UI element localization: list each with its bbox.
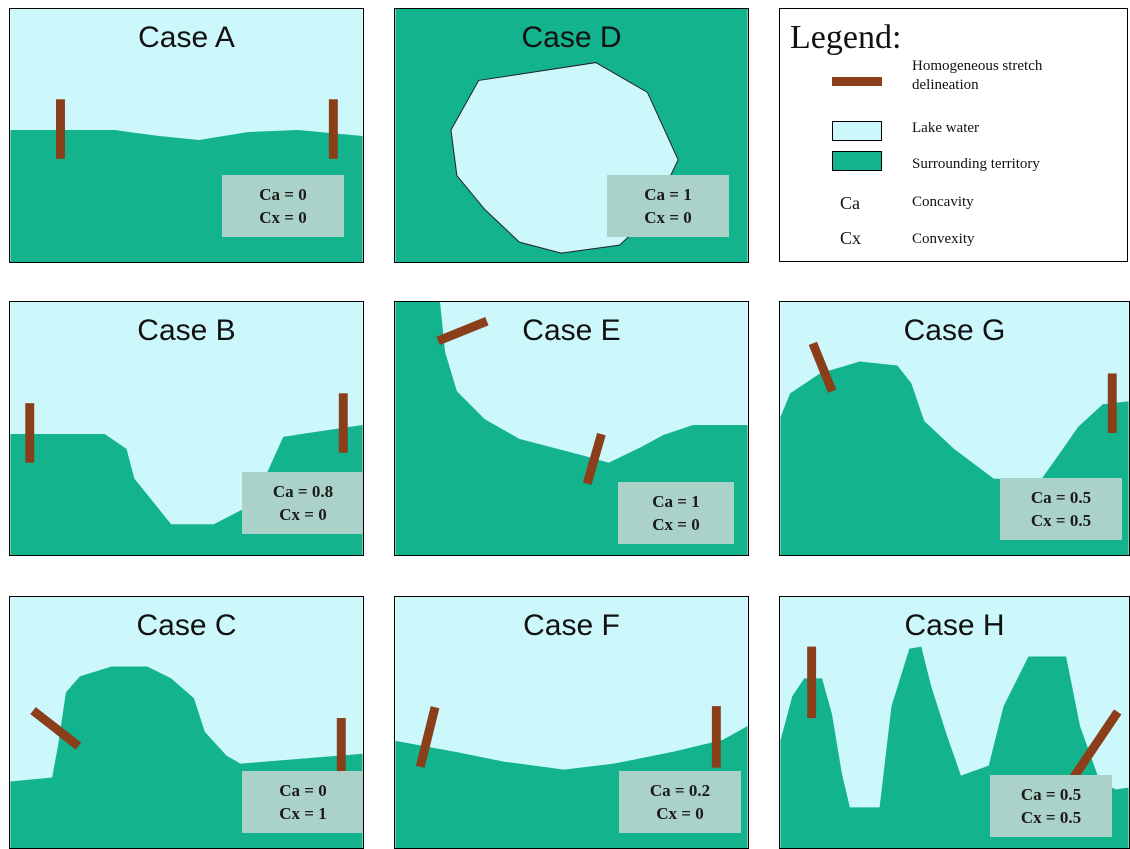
legend-title: Legend: [790, 19, 902, 56]
convexity-value: Cx = 0.5 [1030, 511, 1092, 530]
stretch-delineation-stake [808, 341, 837, 393]
convexity-value: Cx = 0 [279, 505, 327, 524]
legend-panel: Legend: Homogeneous stretch delineation … [779, 8, 1128, 262]
stretch-delineation-stake [436, 317, 489, 346]
stretch-delineation-stake [56, 99, 65, 159]
legend-label: Homogeneous stretch delineation [912, 58, 1043, 93]
case-b-title: Case B [137, 314, 236, 347]
case-d-stat-box: Ca = 1 Cx = 0 [607, 175, 729, 237]
stretch-delineation-stake [30, 707, 82, 750]
stake-bar-icon [832, 77, 882, 86]
stretch-delineation-stake [1107, 373, 1117, 433]
land-swatch-icon [832, 151, 882, 171]
stretch-delineation-stake [711, 706, 721, 768]
concavity-value: Ca = 0.8 [272, 482, 334, 501]
case-e-stat-box: Ca = 1 Cx = 0 [618, 482, 734, 544]
concavity-value: Ca = 0.2 [649, 781, 711, 800]
case-c-panel: Case C Ca = 0 Cx = 1 [9, 596, 364, 849]
case-g-title: Case G [903, 314, 1006, 347]
stretch-delineation-stake [582, 432, 606, 485]
stretch-delineation-stake [336, 718, 346, 778]
stretch-delineation-stake [807, 646, 817, 719]
stretch-delineation-stake [328, 99, 338, 159]
case-h-title: Case H [904, 609, 1005, 642]
case-e-panel: Case E Ca = 1 Cx = 0 [394, 301, 749, 556]
case-b-stat-box: Ca = 0.8 Cx = 0 [242, 472, 363, 534]
stretch-delineation-stake [1065, 709, 1122, 787]
legend-label: Convexity [912, 231, 975, 247]
case-g-stat-box: Ca = 0.5 Cx = 0.5 [1000, 478, 1122, 540]
case-a-title: Case A [138, 21, 235, 54]
concavity-value: Ca = 0.5 [1030, 488, 1092, 507]
water-swatch-icon [832, 121, 882, 141]
case-a-panel: Case A Ca = 0 Cx = 0 [9, 8, 364, 263]
legend-label: Lake water [912, 120, 980, 136]
convexity-value: Cx = 0 [652, 515, 700, 534]
concavity-value: Ca = 0.5 [1020, 785, 1082, 804]
convexity-value: Cx = 0.5 [1020, 808, 1082, 827]
case-f-title: Case F [523, 609, 620, 642]
legend-label: Concavity [912, 194, 974, 210]
concavity-value: Ca = 1 [644, 185, 692, 204]
case-e-title: Case E [522, 314, 621, 347]
case-d-title: Case D [521, 21, 622, 54]
case-c-title: Case C [136, 609, 237, 642]
convexity-value: Cx = 0 [644, 208, 692, 227]
concavity-symbol: Ca [840, 193, 860, 213]
concavity-value: Ca = 0 [279, 781, 327, 800]
stretch-delineation-stake [415, 706, 440, 768]
case-h-stat-box: Ca = 0.5 Cx = 0.5 [990, 775, 1112, 837]
case-g-panel: Case G Ca = 0.5 Cx = 0.5 [779, 301, 1130, 556]
case-f-panel: Case F Ca = 0.2 Cx = 0 [394, 596, 749, 849]
concavity-value: Ca = 0 [259, 185, 307, 204]
convexity-value: Cx = 0 [259, 208, 307, 227]
case-a-stat-box: Ca = 0 Cx = 0 [222, 175, 344, 237]
case-h-panel: Case H Ca = 0.5 Cx = 0.5 [779, 596, 1130, 849]
stretch-delineation-stake [338, 393, 348, 453]
legend-label: Surrounding territory [912, 156, 1040, 172]
stretch-delineation-stake [25, 403, 35, 463]
concavity-value: Ca = 1 [652, 492, 700, 511]
case-b-panel: Case B Ca = 0.8 Cx = 0 [9, 301, 364, 556]
convexity-value: Cx = 1 [279, 804, 327, 823]
case-d-panel: Case D Ca = 1 Cx = 0 [394, 8, 749, 263]
case-f-stat-box: Ca = 0.2 Cx = 0 [619, 771, 741, 833]
case-c-stat-box: Ca = 0 Cx = 1 [242, 771, 363, 833]
convexity-value: Cx = 0 [656, 804, 704, 823]
convexity-symbol: Cx [840, 228, 862, 248]
